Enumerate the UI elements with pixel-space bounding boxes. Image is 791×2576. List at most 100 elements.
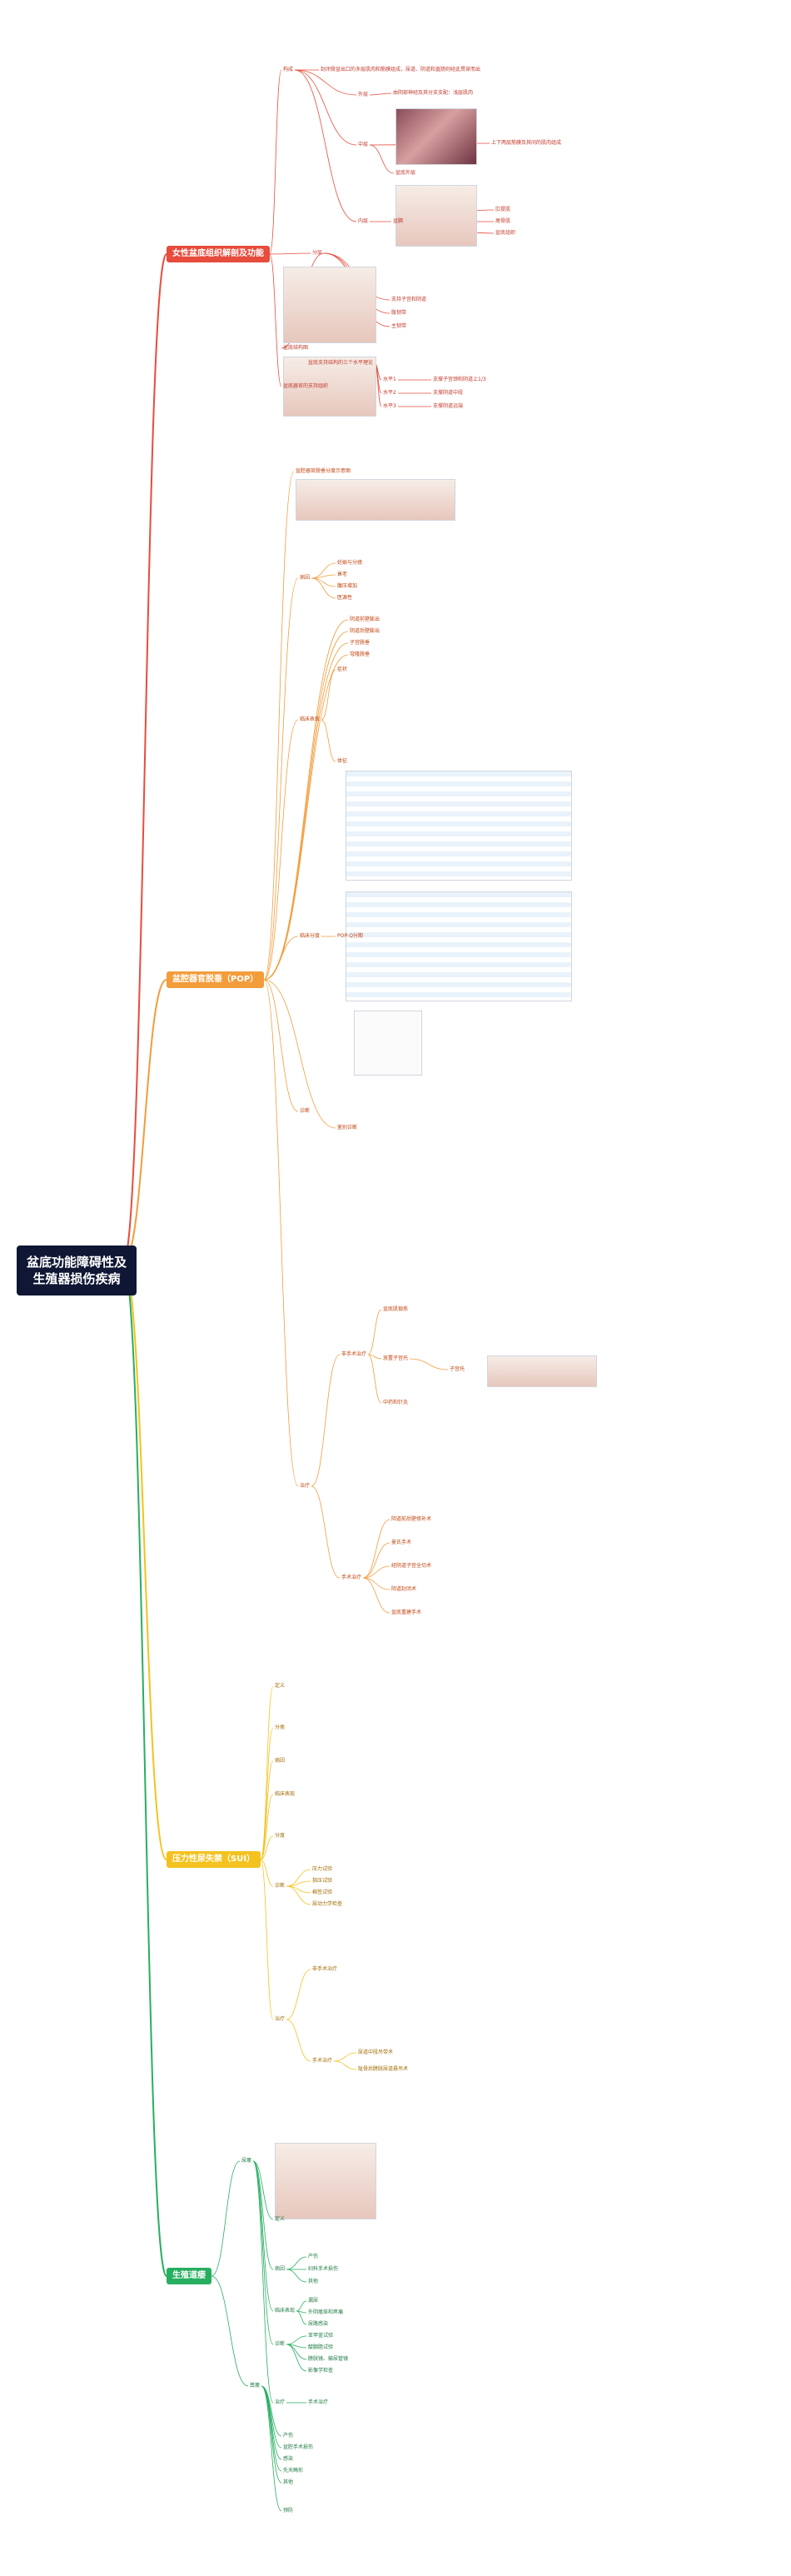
pelvic-reconstruction[interactable]: 盆底重建手术 bbox=[391, 1610, 422, 1615]
signs-node[interactable]: 体征 bbox=[337, 758, 348, 764]
level-1-node[interactable]: 水平1 bbox=[383, 377, 396, 382]
coccygeus-node[interactable]: 尾骨肌 bbox=[495, 218, 511, 224]
fecal-pelvic-surgery[interactable]: 盆腔手术损伤 bbox=[283, 2444, 314, 2450]
methylene-blue-test[interactable]: 亚甲蓝试验 bbox=[308, 2333, 334, 2339]
pop-grading-caption[interactable]: 盆腔器官脱垂分度示意图 bbox=[296, 468, 351, 474]
outer-layer-node[interactable]: 外层 bbox=[358, 92, 369, 97]
pop-q-node[interactable]: POP-Q分期 bbox=[337, 933, 363, 939]
sui-classification[interactable]: 分类 bbox=[275, 1725, 286, 1730]
pessary-placement[interactable]: 放置子宫托 bbox=[383, 1355, 409, 1361]
surgical-node[interactable]: 手术治疗 bbox=[341, 1575, 362, 1580]
pessary-node[interactable]: 子宫托 bbox=[450, 1366, 465, 1372]
branch-pelvic-floor-anatomy[interactable]: 女性盆底组织解剖及功能 bbox=[167, 246, 270, 262]
tcm-acupuncture[interactable]: 中药和针灸 bbox=[383, 1400, 409, 1405]
fecal-other[interactable]: 其他 bbox=[283, 2479, 294, 2485]
sui-etiology[interactable]: 病因 bbox=[275, 1758, 286, 1764]
imaging[interactable]: 影像学检查 bbox=[308, 2368, 334, 2374]
vaginal-hysterectomy[interactable]: 经阴道子宫全切术 bbox=[391, 1563, 432, 1569]
branch-pop[interactable]: 盆腔器官脱垂（POP） bbox=[167, 971, 265, 988]
fecal-infection[interactable]: 感染 bbox=[283, 2456, 294, 2462]
sui-surgical[interactable]: 手术治疗 bbox=[312, 2058, 333, 2064]
fecal-birth-injury[interactable]: 产伤 bbox=[283, 2433, 294, 2439]
branch-genital-fistula[interactable]: 生殖道瘘 bbox=[167, 2268, 211, 2284]
clinical-grading-node[interactable]: 临床分度 bbox=[300, 933, 321, 939]
support-tissue-node[interactable]: 盆底器官的支持组织 bbox=[283, 383, 329, 389]
composition-desc[interactable]: 封闭骨盆出口的多层肌肉和筋膜组成，尿道、阴道和直肠则经此贯穿而出 bbox=[321, 67, 481, 72]
sui-non-surgical[interactable]: 非手术治疗 bbox=[312, 1966, 338, 1972]
manchester-op[interactable]: 曼氏手术 bbox=[391, 1540, 412, 1545]
colpocleisis[interactable]: 阴道封闭术 bbox=[391, 1586, 417, 1592]
sui-treatment[interactable]: 治疗 bbox=[275, 2016, 286, 2022]
middle-layer-node[interactable]: 中层 bbox=[358, 142, 369, 147]
uti[interactable]: 尿路感染 bbox=[308, 2321, 329, 2327]
uterine-prolapse[interactable]: 子宫脱垂 bbox=[350, 640, 371, 646]
node-link bbox=[260, 1760, 274, 1860]
fistula-treatment[interactable]: 治疗 bbox=[275, 2399, 286, 2405]
etiology-other[interactable]: 其他 bbox=[308, 2279, 319, 2284]
composition-node[interactable]: 构成 bbox=[283, 67, 294, 72]
level-3-desc[interactable]: 支撑阴道远端 bbox=[433, 403, 464, 409]
branch-sui[interactable]: 压力性尿失禁（SUI） bbox=[167, 1851, 261, 1868]
vault-prolapse[interactable]: 穹隆脱垂 bbox=[350, 651, 371, 657]
level-2-node[interactable]: 水平2 bbox=[383, 390, 396, 396]
fistula-definition[interactable]: 定义 bbox=[275, 2216, 286, 2222]
fistula-surgery[interactable]: 手术治疗 bbox=[308, 2399, 329, 2405]
level-1-desc[interactable]: 支撑子宫颈和阴道上1/3 bbox=[433, 377, 486, 382]
urinary-fistula[interactable]: 尿瘘 bbox=[241, 2158, 252, 2164]
layers-node[interactable]: 分层 bbox=[312, 250, 323, 256]
node-link bbox=[260, 1859, 274, 2020]
cystoscopy[interactable]: 膀胱镜、输尿管镜 bbox=[308, 2356, 349, 2362]
levator-ani-node[interactable]: 肛提肌 bbox=[495, 207, 511, 212]
pelvic-floor-exercise[interactable]: 盆底肌锻炼 bbox=[383, 1306, 409, 1312]
pregnancy-delivery[interactable]: 妊娠与分娩 bbox=[337, 560, 363, 566]
root-topic[interactable]: 盆底功能障碍性及生殖器损伤疾病 bbox=[17, 1246, 137, 1295]
level-2-desc[interactable]: 支撑阴道中段 bbox=[433, 390, 464, 396]
increased-abdominal-pressure[interactable]: 腹压增加 bbox=[337, 583, 358, 589]
bonney-test[interactable]: 指压试验 bbox=[312, 1878, 333, 1884]
fistula-etiology[interactable]: 病因 bbox=[275, 2266, 286, 2272]
colporrhaphy[interactable]: 阴道前后壁修补术 bbox=[391, 1516, 432, 1522]
middle-layer-desc[interactable]: 上下两层筋膜及其间的肌肉组成 bbox=[491, 140, 562, 146]
sui-grading[interactable]: 分度 bbox=[275, 1833, 286, 1839]
sui-clinical[interactable]: 临床表现 bbox=[275, 1791, 296, 1797]
etiology-node[interactable]: 病因 bbox=[300, 575, 311, 581]
treatment-node[interactable]: 治疗 bbox=[300, 1483, 311, 1489]
pelvic-floor-tissue-node[interactable]: 盆底组织 bbox=[495, 230, 516, 236]
diagnosis-node[interactable]: 诊断 bbox=[300, 1108, 311, 1114]
fistula-clinical[interactable]: 临床表现 bbox=[275, 2308, 296, 2314]
burch-colposuspension[interactable]: 耻骨后膀胱尿道悬吊术 bbox=[358, 2066, 409, 2072]
anterior-wall-prolapse[interactable]: 阴道前壁膨出 bbox=[350, 617, 381, 622]
urine-leakage[interactable]: 漏尿 bbox=[308, 2298, 319, 2304]
urodynamics[interactable]: 尿动力学检查 bbox=[312, 1901, 343, 1907]
fecal-fistula[interactable]: 粪瘘 bbox=[250, 2383, 261, 2389]
vulvar-itch-pain[interactable]: 外阴瘙痒和疼痛 bbox=[308, 2309, 344, 2315]
symptoms-node[interactable]: 症状 bbox=[337, 666, 348, 672]
fecal-prevention[interactable]: 预防 bbox=[283, 2508, 294, 2514]
uterus-vagina-support[interactable]: 支持子宫和阴道 bbox=[391, 297, 427, 302]
iatrogenic[interactable]: 医源性 bbox=[337, 595, 353, 601]
birth-injury[interactable]: 产伤 bbox=[308, 2254, 319, 2259]
outer-layer-desc[interactable]: 由阴部神经及其分支支配：浅层肌肉 bbox=[393, 90, 474, 96]
sui-diagnosis[interactable]: 诊断 bbox=[275, 1883, 286, 1889]
inner-layer-node[interactable]: 内层 bbox=[358, 218, 369, 224]
level-3-node[interactable]: 水平3 bbox=[383, 403, 396, 409]
gyn-surgery-injury[interactable]: 妇科手术损伤 bbox=[308, 2266, 339, 2272]
cardinal-ligament-node[interactable]: 主韧带 bbox=[391, 323, 407, 329]
sui-definition[interactable]: 定义 bbox=[275, 1683, 286, 1689]
posterior-wall-prolapse[interactable]: 阴道后壁膨出 bbox=[350, 628, 381, 634]
clinical-manifestation-node[interactable]: 临床表现 bbox=[300, 716, 321, 722]
non-surgical-node[interactable]: 非手术治疗 bbox=[341, 1351, 367, 1357]
fistula-diagnosis[interactable]: 诊断 bbox=[275, 2341, 286, 2347]
sacral-ligament-node[interactable]: 骶韧带 bbox=[391, 310, 407, 316]
perineum-caption[interactable]: 盆底外层 bbox=[396, 170, 416, 176]
three-level-theory-node[interactable]: 盆底支持结构的三个水平理论 bbox=[308, 360, 374, 366]
q-tip-test[interactable]: 棉签试验 bbox=[312, 1890, 333, 1895]
aging[interactable]: 衰老 bbox=[337, 572, 348, 577]
pelvic-diaphragm-node[interactable]: 盆膈 bbox=[393, 218, 404, 224]
mid-urethral-sling[interactable]: 尿道中段吊带术 bbox=[358, 2049, 394, 2055]
indigo-carmine-test[interactable]: 靛胭脂试验 bbox=[308, 2344, 334, 2350]
fecal-congenital[interactable]: 先天畸形 bbox=[283, 2468, 304, 2474]
differential-diagnosis-node[interactable]: 鉴别诊断 bbox=[337, 1125, 358, 1131]
pelvic-structure-caption[interactable]: 盆底结构图 bbox=[283, 345, 309, 351]
stress-test[interactable]: 压力试验 bbox=[312, 1866, 333, 1872]
